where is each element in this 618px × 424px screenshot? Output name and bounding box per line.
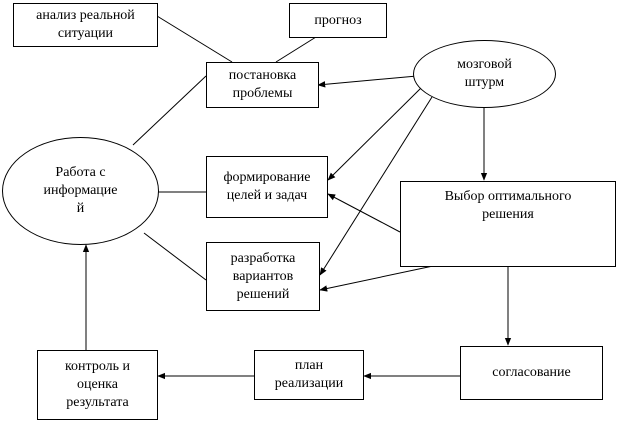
node-info: Работа с информацие й <box>2 137 159 245</box>
node-plan: план реализации <box>254 350 364 400</box>
line-analysis-problem <box>156 15 233 63</box>
line-info-variants <box>143 232 207 281</box>
node-optimal: Выбор оптимального решения <box>400 181 616 267</box>
arrow-brainstorm-goals <box>327 86 423 181</box>
node-agreement: согласование <box>460 346 603 400</box>
node-brainstorm: мозговой штурм <box>413 40 556 108</box>
arrow-brainstorm-variants <box>319 96 433 276</box>
arrow-brainstorm-problem <box>317 75 418 88</box>
node-control: контроль и оценка результата <box>37 350 158 420</box>
line-forecast-problem <box>275 36 317 63</box>
node-analysis: анализ реальной ситуации <box>13 3 158 47</box>
arrow-optimal-variants <box>319 265 434 292</box>
node-problem: постановка проблемы <box>206 62 319 108</box>
node-variants: разработка вариантов решений <box>206 242 320 311</box>
line-info-problem <box>132 75 207 146</box>
node-goals: формирование целей и задач <box>206 156 328 218</box>
node-forecast: прогноз <box>289 3 387 38</box>
arrow-optimal-goals <box>327 193 401 233</box>
